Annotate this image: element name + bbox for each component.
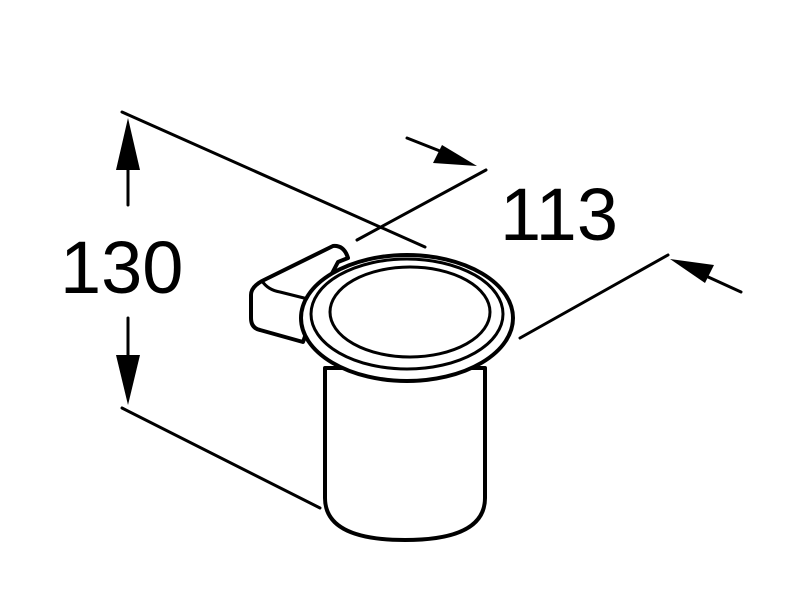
depth-leader-front bbox=[704, 274, 743, 294]
cup-opening bbox=[328, 265, 492, 359]
depth-extension-line-front bbox=[518, 253, 670, 340]
wall-bracket-top-edge bbox=[260, 279, 314, 302]
arrowhead-up-icon bbox=[116, 118, 140, 170]
depth-dimension bbox=[355, 136, 743, 340]
height-extension-line-top bbox=[120, 110, 427, 249]
height-dimension-label: 130 bbox=[60, 226, 183, 309]
wall-bracket bbox=[249, 243, 350, 344]
tumbler-cup bbox=[323, 366, 487, 542]
arrowhead-left-icon bbox=[670, 259, 714, 283]
depth-leader-back bbox=[405, 136, 447, 155]
arrowhead-down-icon bbox=[116, 355, 140, 405]
depth-dimension-label: 113 bbox=[500, 173, 618, 256]
tumbler-holder-illustration bbox=[249, 243, 515, 542]
height-extension-line-bottom bbox=[120, 406, 322, 510]
depth-extension-line-back bbox=[355, 168, 488, 242]
arrowhead-right-icon bbox=[433, 145, 477, 166]
